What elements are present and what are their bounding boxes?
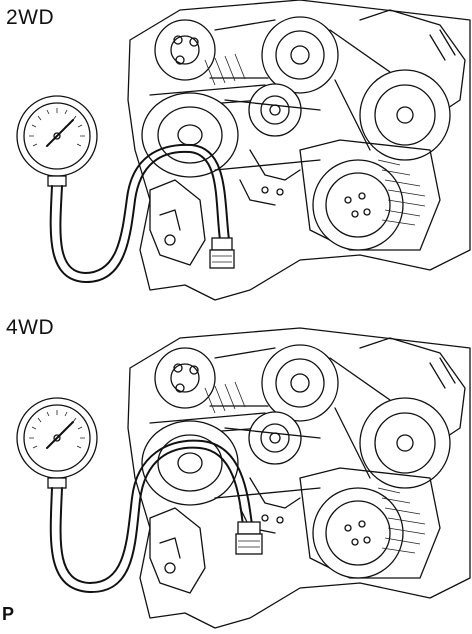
- pressure-gauge-icon: [16, 397, 98, 489]
- gauge-hose: [49, 439, 263, 594]
- panel-label-2wd: 2WD: [6, 6, 55, 29]
- pressure-gauge-icon: [16, 95, 98, 187]
- gauge-hose: [49, 143, 235, 284]
- engine-illustration-icon: [127, 0, 471, 301]
- corner-label: P: [2, 604, 15, 624]
- engine-illustration-icon: [127, 327, 471, 629]
- panel-label-4wd: 4WD: [6, 316, 55, 339]
